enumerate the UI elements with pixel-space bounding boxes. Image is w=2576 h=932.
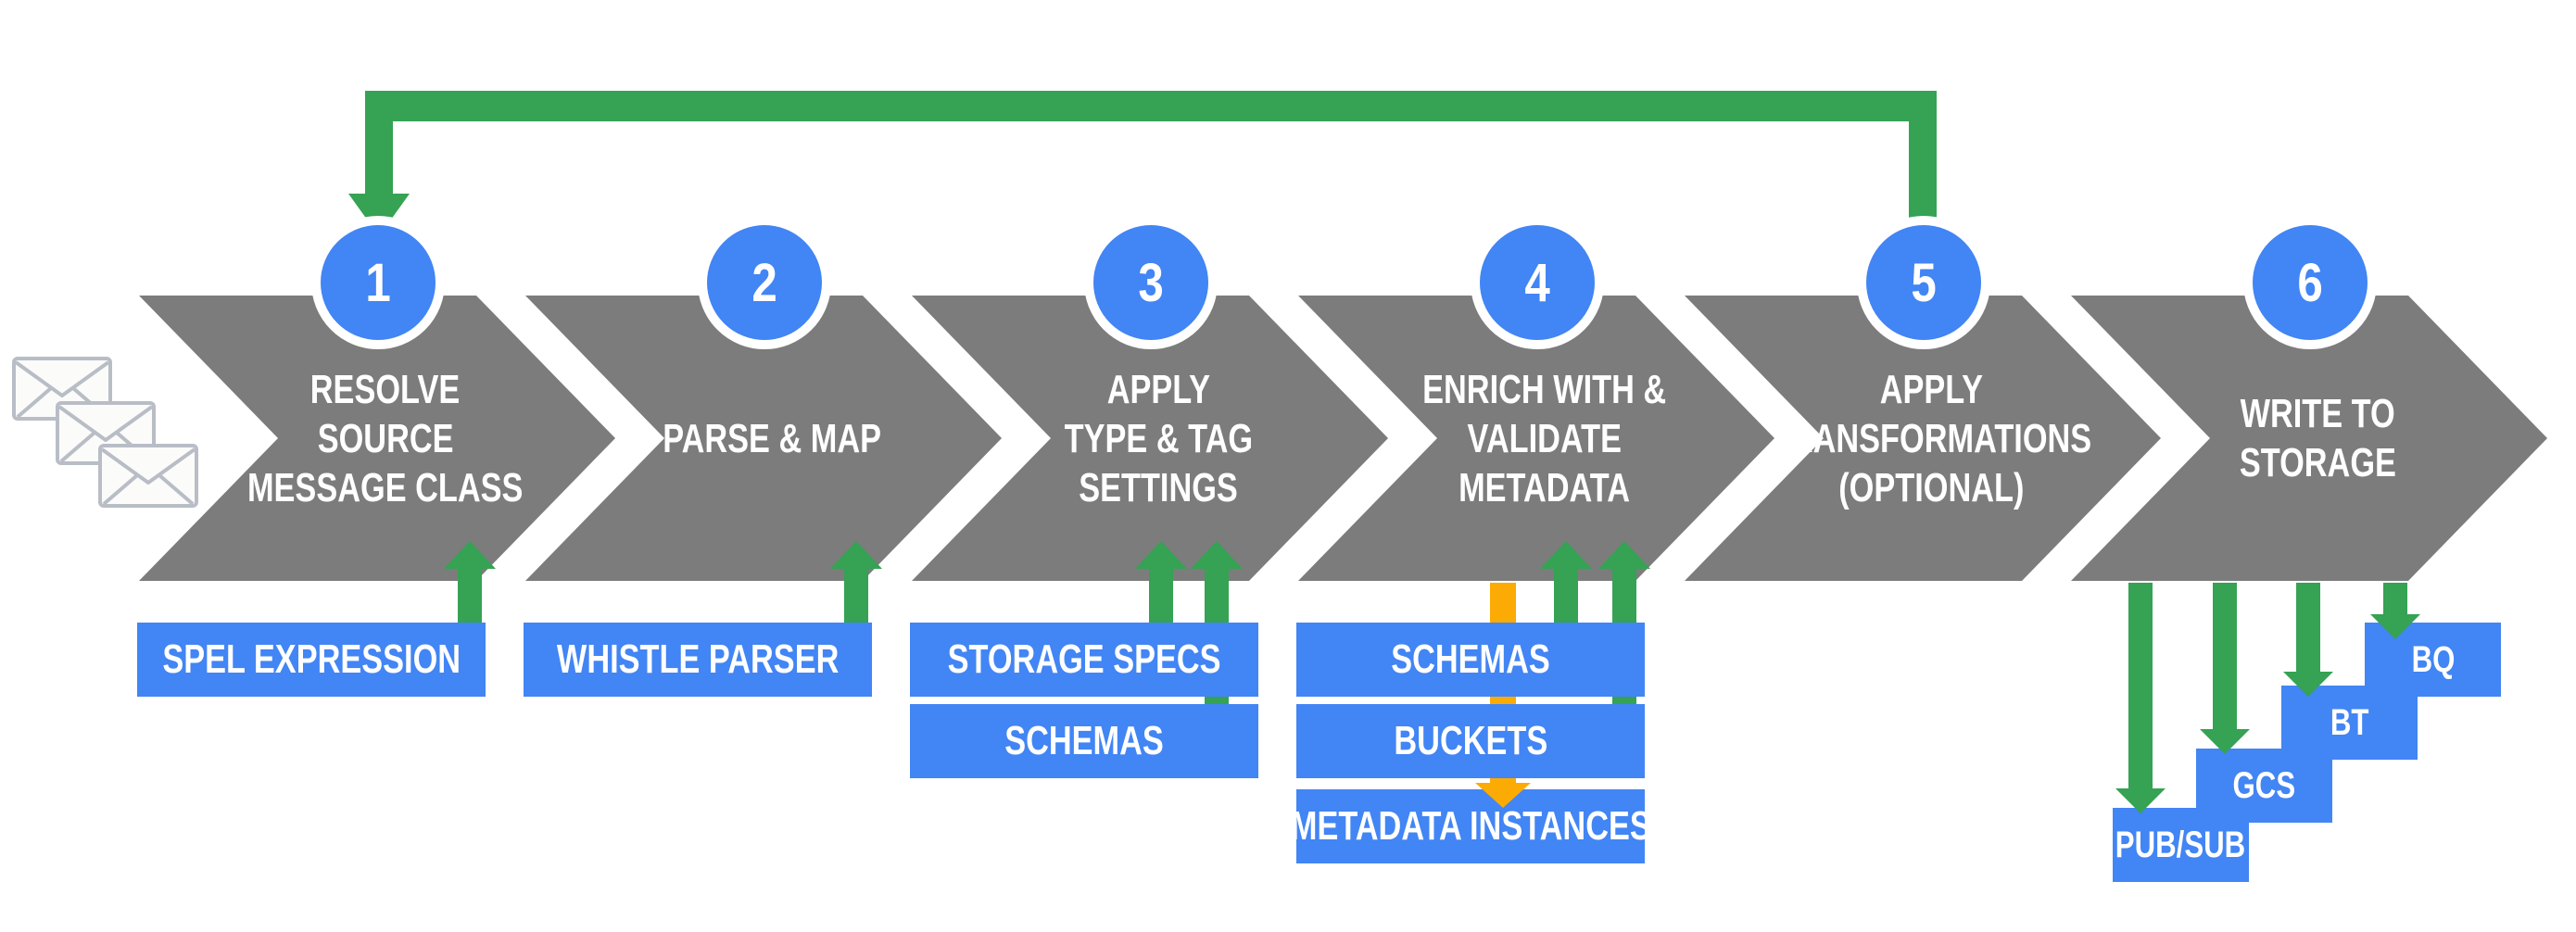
input-box-storage-specs: STORAGE SPECS: [910, 623, 1258, 697]
step-number: 1: [365, 252, 391, 313]
input-box-whistle-parser: WHISTLE PARSER: [524, 623, 872, 697]
envelope-icon: [98, 444, 198, 508]
input-box-schemas-step3: SCHEMAS: [910, 704, 1258, 778]
step-circle-2: 2: [698, 216, 831, 349]
loop-left-segment: [365, 91, 393, 195]
step-1-label: RESOLVE SOURCE MESSAGE CLASS: [247, 367, 524, 510]
step-6-label: WRITE TO STORAGE: [2239, 391, 2396, 485]
step-number: 5: [1911, 252, 1937, 313]
step-number: 3: [1138, 252, 1164, 313]
input-box-spel-expression: SPEL EXPRESSION: [137, 623, 486, 697]
output-box-bt: BT: [2281, 686, 2418, 760]
loop-right-segment: [1909, 91, 1937, 225]
input-box-metadata-instances: METADATA INSTANCES: [1291, 789, 1650, 863]
input-box-buckets: BUCKETS: [1296, 704, 1645, 778]
loop-top-bar: [365, 91, 1937, 121]
step-5-label: APPLY TRANSFORMATIONS (OPTIONAL): [1770, 367, 2092, 510]
step-number: 6: [2297, 252, 2323, 313]
step-2-label: PARSE & MAP: [663, 416, 881, 461]
step-4-label: ENRICH WITH & VALIDATE METADATA: [1422, 367, 1667, 510]
step-3-label: APPLY TYPE & TAG SETTINGS: [1064, 367, 1253, 510]
step-circle-1: 1: [311, 216, 445, 349]
step-circle-6: 6: [2243, 216, 2377, 349]
output-box-pubsub: PUB/SUB: [2113, 808, 2249, 882]
step-number: 2: [751, 252, 777, 313]
input-box-schemas-step4: SCHEMAS: [1296, 623, 1645, 697]
step-circle-4: 4: [1471, 216, 1604, 349]
step-number: 4: [1524, 252, 1550, 313]
step-circle-5: 5: [1857, 216, 1990, 349]
step-circle-3: 3: [1084, 216, 1218, 349]
yellow-arrowhead-icon: [1475, 783, 1531, 808]
